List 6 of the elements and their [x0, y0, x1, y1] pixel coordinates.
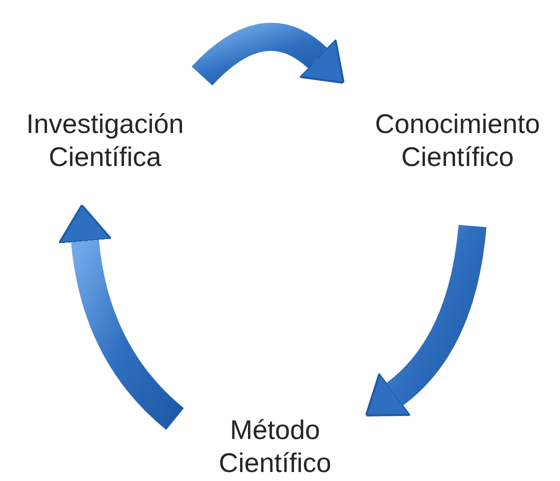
node-label: Método Científico [195, 414, 355, 480]
node-label: Investigación Científica [5, 108, 205, 174]
node-label: Conocimiento Científico [355, 108, 560, 174]
curved-arrow [366, 224, 486, 418]
curved-arrow [192, 22, 346, 86]
curved-arrow [58, 204, 184, 430]
